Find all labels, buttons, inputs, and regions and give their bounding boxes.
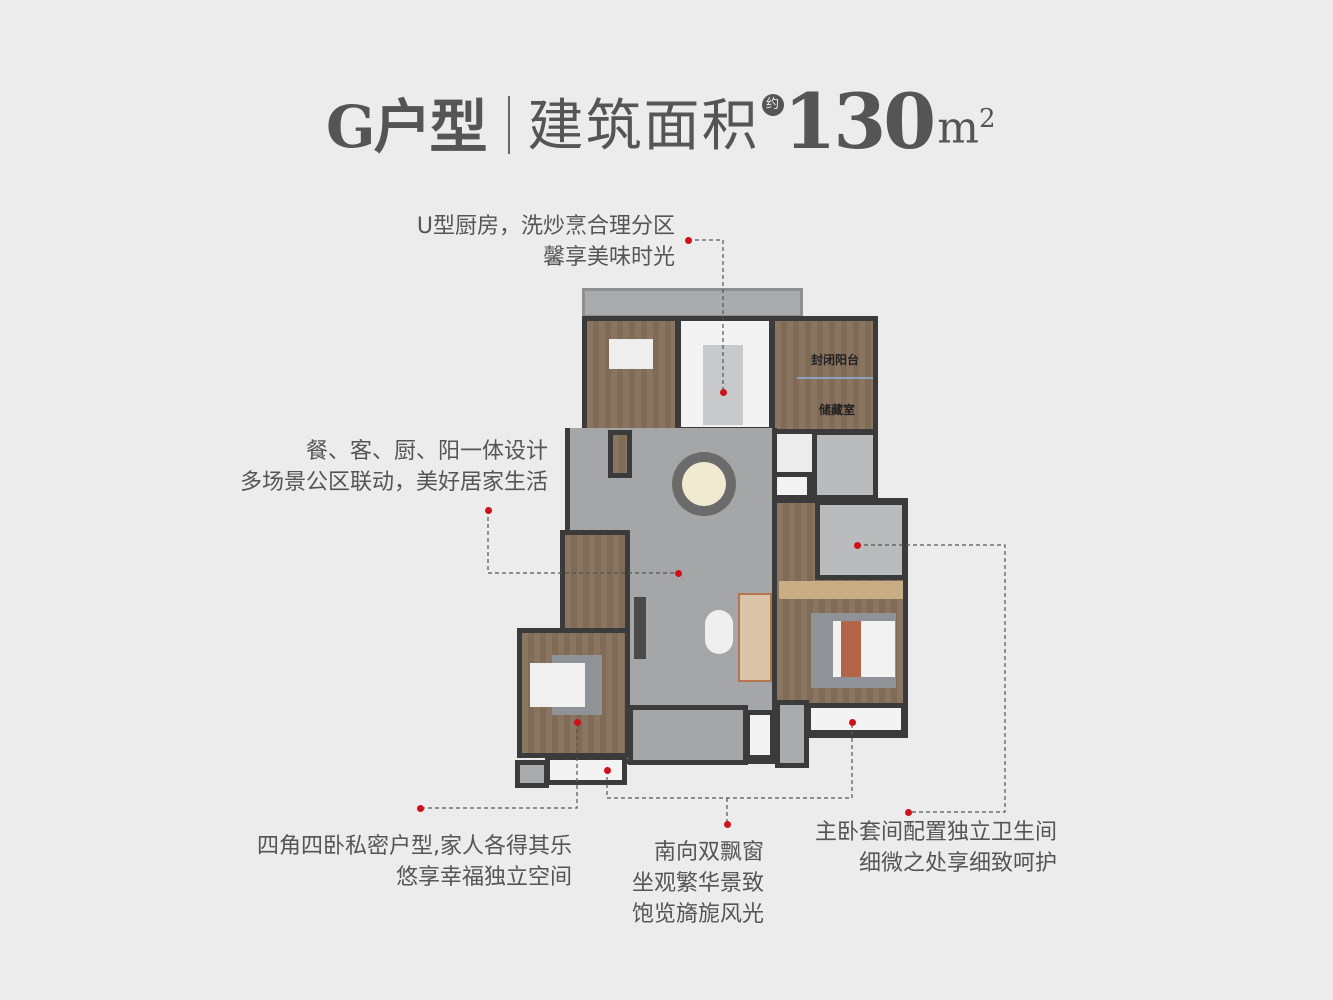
marker-dot xyxy=(854,542,861,549)
dining-table xyxy=(682,462,726,506)
note-line: 四角四卧私密户型,家人各得其乐 xyxy=(257,834,572,859)
note-line: 主卧套间配置独立卫生间 xyxy=(814,820,1057,845)
note-line: 馨享美味时光 xyxy=(542,245,675,270)
note-line: 坐观繁华景致 xyxy=(631,871,764,896)
desk xyxy=(609,339,653,369)
marker-dot xyxy=(574,719,581,726)
note-kitchen: U型厨房，洗炒烹合理分区 馨享美味时光 xyxy=(417,211,675,273)
kitchen-leader xyxy=(688,239,724,392)
area-unit: m2 xyxy=(937,86,995,162)
wardrobe xyxy=(779,581,903,599)
note-line: 悠享幸福独立空间 xyxy=(395,865,572,890)
entry-cabinet xyxy=(608,430,632,478)
note-line: U型厨房，洗炒烹合理分区 xyxy=(416,214,675,239)
marker-dot xyxy=(724,821,731,828)
marker-dot xyxy=(417,805,424,812)
washbasin xyxy=(772,472,812,500)
note-line: 餐、客、厨、阳一体设计 xyxy=(305,439,548,464)
page-title: G户型 建筑面积 约 130 m2 xyxy=(326,82,995,162)
second-bed xyxy=(530,663,585,707)
area-unit-base: m xyxy=(937,103,979,154)
title-divider xyxy=(507,96,510,154)
marker-dot xyxy=(849,719,856,726)
master-leader xyxy=(857,544,1006,813)
enclosed-balcony-label: 封闭阳台 xyxy=(811,353,860,367)
left-bay-window xyxy=(545,755,627,785)
note-bedrooms: 四角四卧私密户型,家人各得其乐 悠享幸福独立空间 xyxy=(257,831,572,893)
marker-dot xyxy=(905,809,912,816)
partition xyxy=(797,377,873,379)
area-label: 建筑面积 xyxy=(527,94,760,159)
bedroom-leader xyxy=(420,722,578,809)
marker-dot xyxy=(485,507,492,514)
guest-bathroom xyxy=(812,430,878,500)
note-line: 多场景公区联动，美好居家生活 xyxy=(239,470,548,495)
area-value: 130 xyxy=(783,77,937,166)
area-unit-sup: 2 xyxy=(978,104,996,135)
ac-ledge-left xyxy=(515,760,549,788)
laundry xyxy=(745,710,775,760)
bed-runner xyxy=(841,621,861,677)
note-line: 饱览旖旎风光 xyxy=(631,902,764,927)
sofa xyxy=(738,593,772,682)
unit-type: G户型 xyxy=(326,93,488,161)
living-leader xyxy=(487,510,678,574)
master-bathroom xyxy=(815,500,907,580)
note-windows: 南向双飘窗 坐观繁华景致 饱览旖旎风光 xyxy=(632,837,764,930)
marker-dot xyxy=(604,767,611,774)
tv-cabinet xyxy=(634,597,646,659)
master-bed xyxy=(833,621,895,677)
coffee-table xyxy=(705,610,733,654)
approx-badge: 约 xyxy=(761,94,784,116)
ac-ledge-right xyxy=(775,700,809,768)
note-line: 南向双飘窗 xyxy=(653,840,764,865)
second-bedroom xyxy=(517,628,630,758)
marker-dot xyxy=(685,237,692,244)
kitchen-floor xyxy=(703,345,743,425)
marker-dot xyxy=(675,570,682,577)
note-living: 餐、客、厨、阳一体设计 多场景公区联动，美好居家生活 xyxy=(240,436,548,498)
window-leader xyxy=(606,722,853,799)
marker-dot xyxy=(720,389,727,396)
storage-room-label: 储藏室 xyxy=(819,403,856,417)
study-room xyxy=(582,316,680,434)
enclosed-balcony-storage: 封闭阳台 储藏室 xyxy=(770,316,878,434)
note-master: 主卧套间配置独立卫生间 细微之处享细致呵护 xyxy=(815,817,1057,879)
note-line: 细微之处享细致呵护 xyxy=(858,851,1057,876)
south-balcony xyxy=(628,705,748,765)
